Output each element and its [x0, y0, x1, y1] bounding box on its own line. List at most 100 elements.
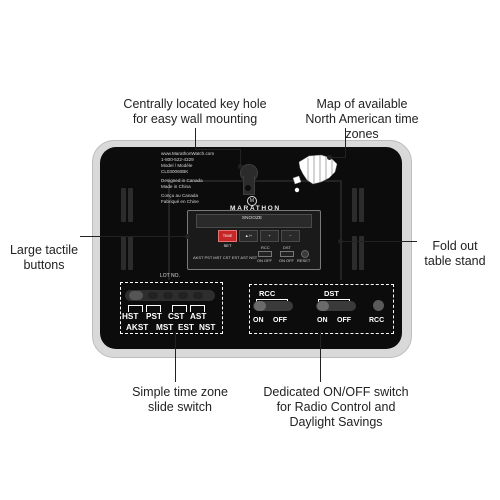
- callout-on-off-switch: Dedicated ON/OFF switch for Radio Contro…: [256, 385, 416, 430]
- info-line: www.MarathonWatch.com: [161, 151, 215, 156]
- callout-buttons-line: Large tactile: [9, 243, 79, 257]
- leader-line: [175, 332, 176, 382]
- stand-edge: [340, 180, 342, 280]
- vent-slot: [121, 188, 126, 222]
- tz-slot: [178, 292, 188, 299]
- callout-stand-line: table stand: [424, 254, 486, 268]
- info-line: Made in China: [161, 184, 191, 189]
- callout-tz-line: Simple time zone: [132, 385, 228, 399]
- tz-label-akst: AKST: [126, 323, 149, 332]
- callout-onoff-line: Daylight Savings: [289, 415, 383, 429]
- callout-buttons-line: buttons: [23, 258, 65, 272]
- tz-label-cst: CST: [168, 312, 185, 321]
- rcc-switch-knob[interactable]: [254, 301, 266, 311]
- tz-label-nst: NST: [199, 323, 216, 332]
- info-line: CL030060BK: [161, 169, 189, 174]
- micro-rcc-label: RCC: [261, 245, 270, 250]
- rcc-button-label: RCC: [369, 317, 385, 324]
- tz-bracket: [172, 305, 187, 312]
- keyhole-opening: [245, 185, 251, 191]
- stand-edge: [168, 180, 170, 280]
- leader-line: [240, 149, 241, 167]
- dst-off-label: OFF: [337, 317, 351, 324]
- vent-slot: [121, 236, 126, 270]
- dst-switch-knob[interactable]: [317, 301, 329, 311]
- small-print-zones: AKST PST MST CST EST AST NST: [193, 255, 258, 260]
- leader-line: [80, 236, 188, 237]
- brand-logo-icon: M: [247, 196, 257, 206]
- leader-dot: [327, 155, 332, 160]
- tz-bracket: [190, 305, 205, 312]
- callout-onoff-line: Dedicated ON/OFF switch: [263, 385, 409, 399]
- vent-slot: [352, 188, 357, 222]
- callout-keyhole-line: for easy wall mounting: [132, 112, 258, 126]
- tz-label-est: EST: [178, 323, 194, 332]
- leader-dot: [238, 164, 243, 169]
- rcc-switch-title: RCC: [259, 289, 276, 298]
- leader-line: [345, 128, 346, 158]
- brand-name: MARATHON: [230, 205, 281, 212]
- time-zone-map-icon: [292, 154, 338, 193]
- rcc-switch[interactable]: [253, 301, 293, 311]
- tz-label-mst: MST: [156, 323, 174, 332]
- time-zone-switch-knob[interactable]: [129, 291, 143, 300]
- micro-on-label: ON: [257, 258, 263, 263]
- info-line: Fabriqué en Chine: [161, 199, 199, 204]
- callout-keyhole-line: Centrally located key hole: [123, 97, 267, 111]
- rcc-button[interactable]: [373, 300, 384, 311]
- lot-number-label: LOT NO.: [160, 273, 180, 279]
- micro-dst-switch[interactable]: [280, 251, 294, 257]
- tz-label-hst: HST: [122, 312, 139, 321]
- dst-switch-title: DST: [324, 289, 339, 298]
- dst-switch[interactable]: [316, 301, 356, 311]
- micro-off-label: OFF: [286, 258, 294, 263]
- leader-line: [320, 332, 321, 382]
- snooze-button[interactable]: [196, 214, 312, 228]
- callout-onoff-line: for Radio Control and: [276, 400, 396, 414]
- dst-on-label: ON: [317, 317, 328, 324]
- leader-dot: [338, 239, 343, 244]
- callout-stand: Fold out table stand: [415, 239, 495, 269]
- on-off-switch-highlight: [249, 284, 394, 334]
- tz-slot: [148, 292, 158, 299]
- leader-line: [195, 149, 240, 150]
- tz-label-ast: AST: [190, 312, 207, 321]
- stand-edge: [168, 180, 342, 182]
- tz-bracket: [146, 305, 161, 312]
- micro-on-label: ON: [279, 258, 285, 263]
- tz-slot: [193, 292, 203, 299]
- up-button[interactable]: ▲/+: [239, 230, 258, 242]
- callout-stand-line: Fold out: [432, 239, 478, 253]
- rcc-off-label: OFF: [273, 317, 287, 324]
- vent-slot: [359, 236, 364, 270]
- reset-label: RESET: [297, 258, 311, 263]
- tz-bracket: [128, 305, 143, 312]
- micro-off-label: OFF: [264, 258, 272, 263]
- callout-map-line: Map of available: [316, 97, 408, 111]
- tz-slot: [163, 292, 173, 299]
- tz-label-pst: PST: [146, 312, 162, 321]
- callout-tz-line: slide switch: [148, 400, 212, 414]
- callout-map: Map of available North American time zon…: [287, 97, 437, 142]
- vent-slot: [128, 188, 133, 222]
- callout-buttons: Large tactile buttons: [4, 243, 84, 273]
- micro-dst-label: DST: [283, 245, 291, 250]
- info-line: Model / Modèle: [161, 163, 193, 168]
- time-zone-switch-highlight: [120, 282, 223, 334]
- micro-rcc-switch[interactable]: [258, 251, 272, 257]
- leader-line: [330, 157, 346, 158]
- rcc-on-label: ON: [253, 317, 264, 324]
- leader-dot: [185, 234, 190, 239]
- info-line: 1-800-522-4329: [161, 157, 194, 162]
- vent-slot: [359, 188, 364, 222]
- callout-map-line: North American time zones: [305, 112, 419, 141]
- time-set-button[interactable]: TIME SET: [218, 230, 237, 248]
- leader-line: [195, 128, 196, 150]
- info-line: Conçu au Canada: [161, 193, 199, 198]
- callout-keyhole: Centrally located key hole for easy wall…: [105, 97, 285, 127]
- info-line: Designed in Canada: [161, 178, 203, 183]
- leader-line: [340, 241, 417, 242]
- plus-button[interactable]: +: [260, 230, 279, 242]
- reset-button[interactable]: [301, 250, 309, 258]
- minus-button[interactable]: −: [281, 230, 300, 242]
